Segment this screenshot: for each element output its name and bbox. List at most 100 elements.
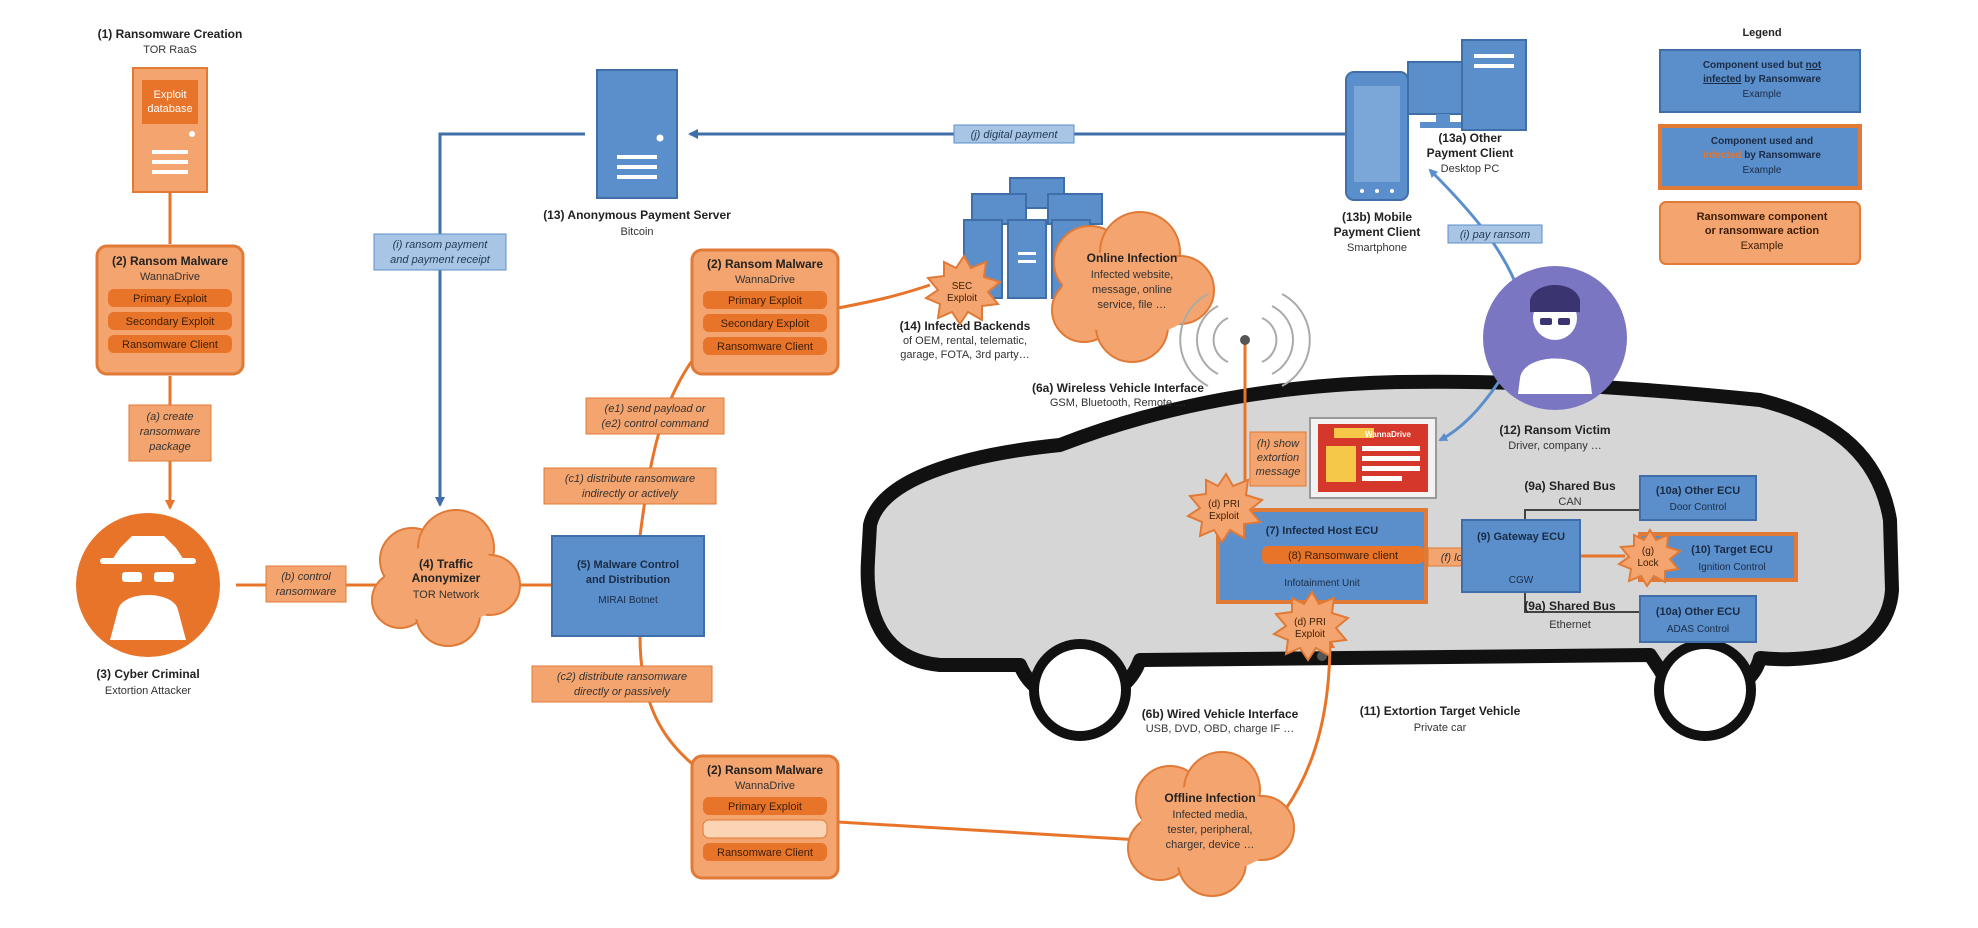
backends-line1: of OEM, rental, telematic, xyxy=(903,335,1027,347)
legend-item-infected: Component used and infected by Ransomwar… xyxy=(1658,124,1862,190)
label-pay-ransom: (i) pay ransom xyxy=(1447,224,1543,244)
svg-text:Secondary Exploit: Secondary Exploit xyxy=(721,318,810,330)
svg-text:Offline Infection: Offline Infection xyxy=(1164,791,1255,805)
svg-text:Exploit: Exploit xyxy=(153,89,186,101)
svg-text:and Distribution: and Distribution xyxy=(586,574,671,586)
edge-ransom-payment xyxy=(435,132,585,507)
lock-burst: (g) Lock xyxy=(1616,528,1683,588)
svg-text:Infotainment Unit: Infotainment Unit xyxy=(1284,578,1360,589)
svg-text:indirectly or actively: indirectly or actively xyxy=(582,488,679,500)
smartphone-icon xyxy=(1345,71,1409,201)
legend-item-clean: Component used but not infected by Ranso… xyxy=(1659,49,1861,113)
svg-text:(g): (g) xyxy=(1642,546,1654,557)
ethernet-bus-title: (9a) Shared Bus xyxy=(1524,599,1616,613)
svg-text:SEC: SEC xyxy=(952,281,973,292)
svg-text:Exploit: Exploit xyxy=(947,293,977,304)
pri-exploit-burst-top: (d) PRI Exploit xyxy=(1185,472,1265,544)
traffic-anonymizer-cloud: (4) Traffic Anonymizer TOR Network xyxy=(371,509,521,647)
svg-text:Example: Example xyxy=(1741,240,1784,252)
ransom-malware-mid: (2) Ransom Malware WannaDrive Primary Ex… xyxy=(690,248,840,376)
svg-text:MIRAI Botnet: MIRAI Botnet xyxy=(598,595,658,606)
backends-line2: garage, FOTA, 3rd party… xyxy=(900,349,1029,361)
svg-text:tester, peripheral,: tester, peripheral, xyxy=(1168,824,1253,836)
svg-text:(2) Ransom Malware: (2) Ransom Malware xyxy=(112,254,228,268)
svg-text:Example: Example xyxy=(1743,165,1782,176)
other-ecu-adas: (10a) Other ECU ADAS Control xyxy=(1639,595,1757,643)
wired-sub: USB, DVD, OBD, charge IF … xyxy=(1146,723,1295,735)
payment-server-icon xyxy=(596,69,678,199)
cyber-criminal-icon xyxy=(76,513,220,657)
criminal-sub: Extortion Attacker xyxy=(105,685,192,697)
vehicle-sub: Private car xyxy=(1414,722,1467,734)
svg-text:Secondary Exploit: Secondary Exploit xyxy=(126,316,215,328)
vehicle-label: (11) Extortion Target Vehicle xyxy=(1360,704,1521,718)
legend-title: Legend xyxy=(1742,27,1781,39)
svg-text:Online Infection: Online Infection xyxy=(1087,251,1178,265)
svg-text:Lock: Lock xyxy=(1637,558,1659,569)
ransom-malware-top: (2) Ransom Malware WannaDrive Primary Ex… xyxy=(95,244,245,376)
svg-text:(h) show: (h) show xyxy=(1257,438,1300,450)
svg-text:(c1) distribute ransomware: (c1) distribute ransomware xyxy=(565,473,695,485)
edge-malware-to-backend xyxy=(837,283,931,310)
svg-text:WannaDrive: WannaDrive xyxy=(735,780,795,792)
sec-exploit-burst: SEC Exploit xyxy=(923,254,1003,326)
svg-text:(2) Ransom Malware: (2) Ransom Malware xyxy=(707,763,823,777)
svg-text:WannaDrive: WannaDrive xyxy=(140,271,200,283)
desktop-pc-icon xyxy=(1407,39,1527,131)
svg-text:directly or passively: directly or passively xyxy=(574,686,671,698)
svg-text:Infected website,: Infected website, xyxy=(1091,269,1174,281)
wireless-antenna-icon xyxy=(1179,293,1311,387)
edge-c1-distribute xyxy=(638,349,702,537)
edge-victim-to-screen xyxy=(1438,379,1502,442)
wireless-sub: GSM, Bluetooth, Remote … xyxy=(1050,397,1186,409)
front-wheel xyxy=(1029,639,1131,741)
wireless-title: (6a) Wireless Vehicle Interface xyxy=(1032,381,1204,395)
ransomware-server-icon: Exploit database xyxy=(132,67,208,193)
svg-text:(a) create: (a) create xyxy=(146,411,193,423)
svg-text:(10a) Other ECU: (10a) Other ECU xyxy=(1656,485,1740,497)
smartphone-title1: (13b) Mobile xyxy=(1342,210,1412,224)
payment-server-title: (13) Anonymous Payment Server xyxy=(543,208,731,222)
smartphone-sub: Smartphone xyxy=(1347,242,1407,254)
svg-text:database: database xyxy=(147,103,192,115)
wired-title: (6b) Wired Vehicle Interface xyxy=(1142,707,1299,721)
svg-text:(2) Ransom Malware: (2) Ransom Malware xyxy=(707,257,823,271)
svg-text:message, online: message, online xyxy=(1092,284,1172,296)
svg-text:(e2) control command: (e2) control command xyxy=(602,418,710,430)
svg-text:Ransomware Client: Ransomware Client xyxy=(717,341,813,353)
infected-host-ecu: (7) Infected Host ECU (8) Ransomware cli… xyxy=(1216,508,1428,604)
svg-text:(i) pay ransom: (i) pay ransom xyxy=(1460,229,1530,241)
svg-text:Anonymizer: Anonymizer xyxy=(412,571,481,585)
online-infection-cloud: Online Infection Infected website, messa… xyxy=(1051,211,1215,363)
svg-text:(c2) distribute ransomware: (c2) distribute ransomware xyxy=(557,671,687,683)
ransom-victim-icon xyxy=(1483,266,1627,410)
svg-text:Ignition Control: Ignition Control xyxy=(1698,562,1765,573)
svg-text:message: message xyxy=(1256,466,1301,478)
gateway-ecu: (9) Gateway ECU CGW xyxy=(1461,519,1581,593)
svg-text:or ransomware action: or ransomware action xyxy=(1705,225,1820,237)
label-c1: (c1) distribute ransomware indirectly or… xyxy=(543,467,717,505)
svg-text:(8) Ransomware client: (8) Ransomware client xyxy=(1288,550,1398,562)
label-c2: (c2) distribute ransomware directly or p… xyxy=(531,665,713,703)
svg-text:CGW: CGW xyxy=(1509,575,1534,586)
can-bus-sub: CAN xyxy=(1558,496,1581,508)
victim-title: (12) Ransom Victim xyxy=(1499,423,1610,437)
svg-text:ADAS Control: ADAS Control xyxy=(1667,624,1729,635)
svg-text:package: package xyxy=(148,441,191,453)
svg-text:infected by Ransomware: infected by Ransomware xyxy=(1703,150,1821,161)
svg-text:Ransomware component: Ransomware component xyxy=(1697,211,1828,223)
svg-text:Primary Exploit: Primary Exploit xyxy=(728,295,802,307)
backends-title: (14) Infected Backends xyxy=(900,319,1031,333)
pri-exploit-burst-bottom: (d) PRI Exploit xyxy=(1271,590,1351,662)
svg-text:(i) ransom payment: (i) ransom payment xyxy=(393,239,489,251)
victim-sub: Driver, company … xyxy=(1508,440,1602,452)
svg-text:infected by Ransomware: infected by Ransomware xyxy=(1703,74,1821,85)
label-h: (h) show extortion message xyxy=(1249,431,1307,487)
label-digital-payment: (j) digital payment xyxy=(953,124,1075,144)
malware-control-box: (5) Malware Control and Distribution MIR… xyxy=(551,535,705,637)
creation-sub: TOR RaaS xyxy=(143,44,197,56)
svg-text:WannaDrive: WannaDrive xyxy=(1365,430,1411,439)
svg-text:WannaDrive: WannaDrive xyxy=(735,274,795,286)
svg-text:Primary Exploit: Primary Exploit xyxy=(133,293,207,305)
